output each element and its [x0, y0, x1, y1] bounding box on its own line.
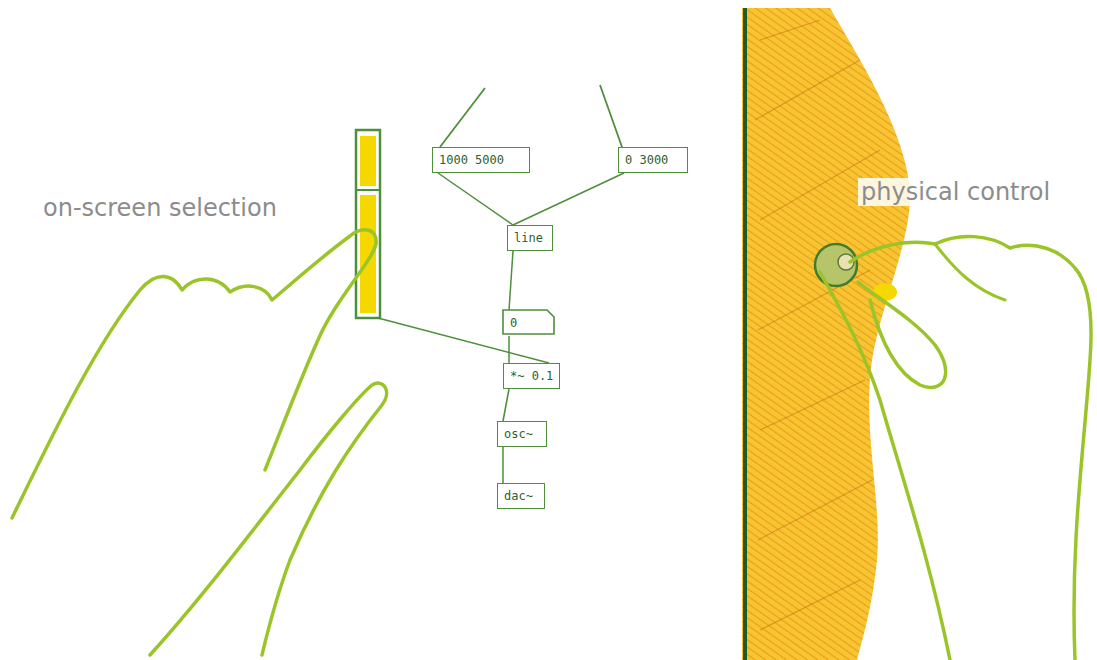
number-box-shape: [503, 310, 554, 334]
box-text: dac~: [504, 489, 533, 503]
box-text: line: [514, 231, 543, 245]
slider-divider: [356, 189, 380, 191]
hand-outline: [820, 272, 950, 660]
object-box: line: [507, 225, 553, 251]
patch-wire: [438, 173, 513, 225]
device-edge: [743, 8, 747, 660]
crayon-spot: [873, 283, 897, 301]
caption-label: on-screen selection: [40, 194, 280, 222]
object-box: osc~: [497, 421, 547, 447]
hand-outline: [935, 244, 1005, 300]
box-text: *~ 0.1: [510, 369, 553, 383]
slider-frame: [356, 130, 380, 318]
object-box: 0 3000: [618, 147, 688, 173]
patch-wire: [600, 85, 622, 147]
knob: [815, 244, 857, 286]
crayon-stroke: [755, 20, 880, 630]
patch-wire: [503, 389, 509, 421]
box-text: 0: [510, 316, 517, 330]
hand-outline: [12, 230, 376, 518]
hand-outline: [850, 236, 1091, 660]
hand-outline: [150, 383, 387, 655]
patch-wire: [440, 88, 485, 147]
patch-wire: [509, 251, 513, 310]
crayon-band: [742, 8, 910, 660]
patch-wire: [508, 336, 510, 363]
object-box: 1000 5000: [432, 147, 530, 173]
caption-label: physical control: [858, 178, 1053, 206]
patch-wire: [502, 447, 504, 483]
hand-outline: [858, 282, 946, 387]
number-box: 0: [503, 310, 556, 336]
box-text: 0 3000: [625, 153, 668, 167]
object-box: *~ 0.1: [503, 363, 560, 389]
box-text: osc~: [504, 427, 533, 441]
box-text: 1000 5000: [439, 153, 504, 167]
object-box: dac~: [497, 483, 545, 509]
slider-fill: [360, 136, 376, 186]
patch-wire: [513, 173, 624, 225]
